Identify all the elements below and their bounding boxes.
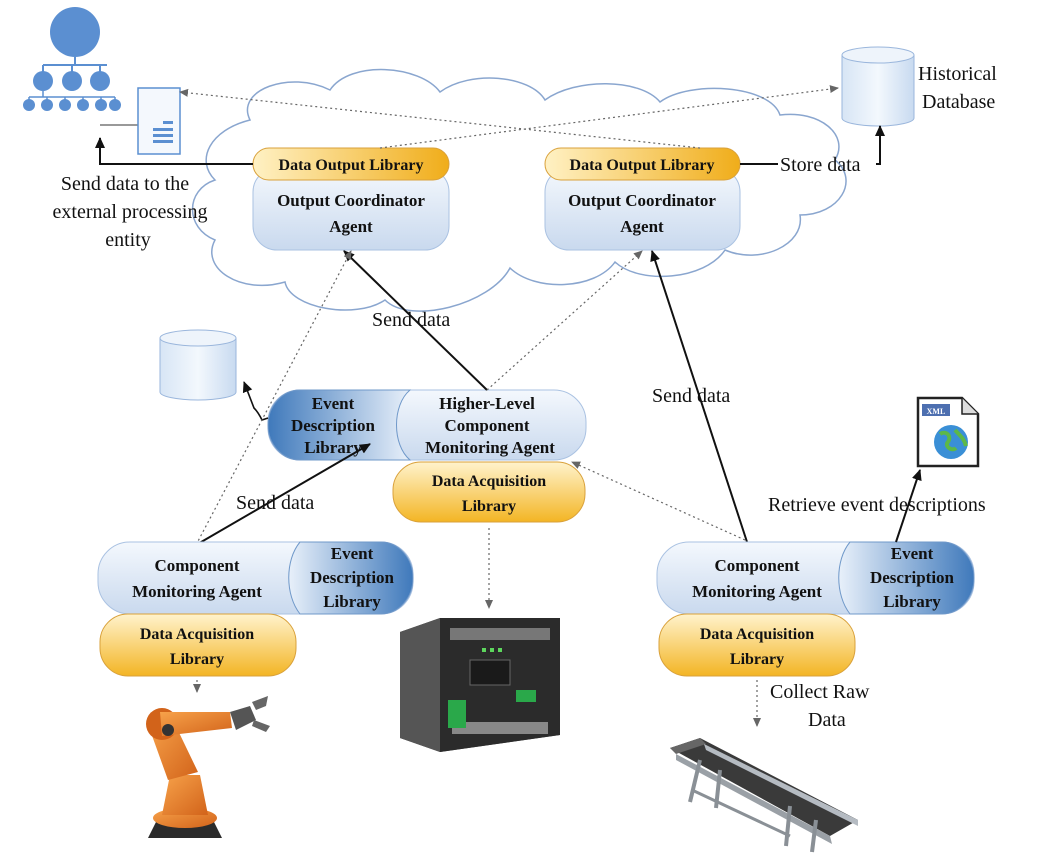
left-acq-line-1: Data Acquisition <box>140 626 254 643</box>
historical-db-label-line-2: Database <box>922 91 995 113</box>
historical-database-icon <box>841 46 915 127</box>
output-agent-left-line-1: Output Coordinator <box>277 191 425 210</box>
external-label-line-2: external processing <box>53 201 208 223</box>
send-data-cloud-label: Send data <box>372 309 450 331</box>
historical-db-label-line-1: Historical <box>918 63 997 85</box>
higher-acq-line-2: Library <box>462 498 516 515</box>
left-agent-line-2: Monitoring Agent <box>132 582 262 601</box>
right-event-lib-line-2: Description <box>870 568 955 587</box>
higher-agent-line-1: Higher-Level <box>439 394 535 413</box>
external-label-line-3: entity <box>105 229 151 251</box>
higher-agent-line-2: Component <box>444 416 529 435</box>
event-lib-to-db-arrow <box>242 381 269 421</box>
higher-agent-line-3: Monitoring Agent <box>425 438 555 457</box>
dotted-left-to-left-output <box>195 250 352 546</box>
left-event-library <box>288 541 414 615</box>
right-acq-library <box>658 613 856 677</box>
higher-event-lib-line-3: Library <box>304 438 362 457</box>
left-agent-line-1: Component <box>154 556 239 575</box>
conveyor-belt-image <box>670 738 858 853</box>
send-data-to-right-output <box>650 250 749 546</box>
left-event-lib-line-1: Event <box>331 544 374 563</box>
output-library-right-label: Data Output Library <box>570 157 715 174</box>
right-event-library <box>838 541 975 615</box>
store-data-arrow <box>875 125 885 165</box>
higher-acq-library <box>392 461 586 523</box>
external-label-line-1: Send data to the <box>61 173 189 195</box>
send-data-left-label: Send data <box>236 492 314 514</box>
output-library-left-label: Data Output Library <box>279 157 424 174</box>
xml-file-icon: XML <box>916 396 980 468</box>
left-event-lib-line-2: Description <box>310 568 395 587</box>
left-event-lib-line-3: Library <box>323 592 381 611</box>
send-external-arrow <box>95 137 253 165</box>
send-data-left-to-higher <box>195 443 371 546</box>
send-data-right-label: Send data <box>652 385 730 407</box>
right-agent-line-1: Component <box>714 556 799 575</box>
collect-raw-line-1: Collect Raw <box>770 681 870 703</box>
cloud-shape <box>191 68 847 312</box>
left-acq-line-2: Library <box>170 651 224 668</box>
higher-event-lib-line-2: Description <box>291 416 376 435</box>
output-agent-right-line-2: Agent <box>620 217 664 236</box>
right-acq-line-2: Library <box>730 651 784 668</box>
event-database-icon <box>159 329 237 401</box>
higher-level-event-library <box>267 389 412 461</box>
left-acq-library <box>99 613 297 677</box>
right-event-lib-line-3: Library <box>883 592 941 611</box>
industrial-robot-arm-image <box>146 696 270 838</box>
dotted-to-server <box>179 88 701 149</box>
output-agent-left-line-2: Agent <box>329 217 373 236</box>
retrieve-label: Retrieve event descriptions <box>768 494 986 516</box>
dotted-right-to-higher <box>571 461 746 541</box>
right-agent-line-2: Monitoring Agent <box>692 582 822 601</box>
send-data-to-left-output <box>343 250 488 391</box>
output-agent-right-line-1: Output Coordinator <box>568 191 716 210</box>
organization-hierarchy-icon <box>23 7 121 111</box>
server-document-icon <box>100 87 181 155</box>
collect-raw-line-2: Data <box>808 709 846 731</box>
right-acq-line-1: Data Acquisition <box>700 626 814 643</box>
plc-controller-image <box>400 618 560 752</box>
store-data-label: Store data <box>780 154 861 176</box>
higher-event-lib-line-1: Event <box>312 394 355 413</box>
svg-text:XML: XML <box>927 407 946 416</box>
right-event-lib-line-1: Event <box>891 544 934 563</box>
retrieve-arrow <box>895 469 922 543</box>
dotted-to-database <box>379 85 839 149</box>
higher-acq-line-1: Data Acquisition <box>432 473 546 490</box>
